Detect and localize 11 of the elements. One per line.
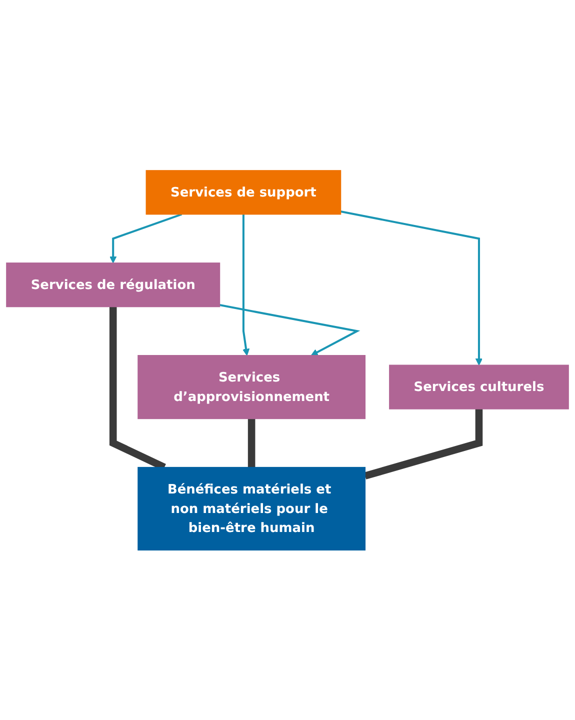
arrow	[242, 214, 250, 356]
arrow	[220, 304, 360, 356]
node-box: Services de support	[146, 170, 342, 214]
connector	[364, 408, 483, 480]
node-box: Bénéfices matériels et non matériels pour le bien-être humain	[138, 466, 366, 550]
arrow	[110, 213, 182, 263]
node-box: Services culturels	[389, 364, 569, 410]
node-box: Services d’approvisionnement	[138, 354, 366, 419]
connector	[248, 418, 256, 468]
arrow	[340, 210, 483, 366]
node-box: Services de régulation	[6, 262, 220, 307]
